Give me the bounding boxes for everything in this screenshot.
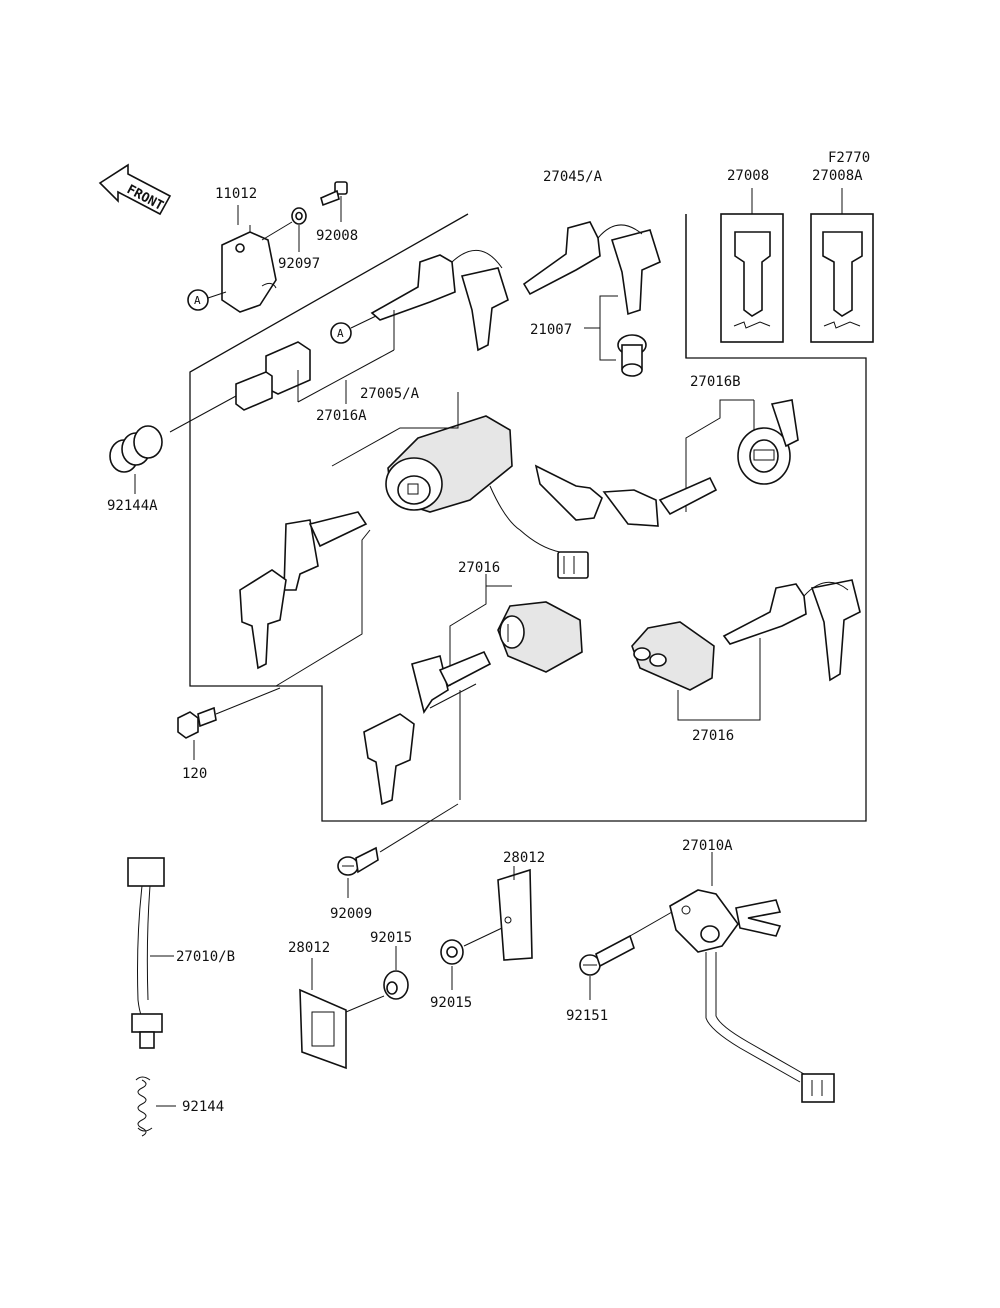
label-28012-bottom: 28012 <box>288 940 330 956</box>
part-27016-seat-lock <box>449 574 583 686</box>
part-27016b-keys <box>534 464 718 527</box>
part-27005-ignition-switch <box>331 392 589 579</box>
label-27045-a: 27045/A <box>543 169 603 185</box>
label-92097: 92097 <box>278 256 320 272</box>
part-120-bolt <box>177 687 281 760</box>
ref-marker-a-1: A <box>187 289 227 311</box>
part-92144-spring <box>135 1076 176 1137</box>
label-11012: 11012 <box>215 186 257 202</box>
part-27016-seat-keys <box>363 650 492 806</box>
part-28012-plate-top <box>497 866 533 961</box>
part-27016-helmet-keys <box>722 579 861 682</box>
label-92009: 92009 <box>330 906 372 922</box>
label-27016-right: 27016 <box>692 728 734 744</box>
label-92151: 92151 <box>566 1008 608 1024</box>
label-27016a: 27016A <box>316 408 367 424</box>
label-92015-bottom: 92015 <box>430 995 472 1011</box>
part-92008-screw <box>320 181 348 222</box>
label-27010a: 27010A <box>682 838 733 854</box>
part-11012-bracket <box>221 205 277 313</box>
part-92015-nut-bottom <box>440 927 503 990</box>
label-92144a: 92144A <box>107 498 158 514</box>
label-21007: 21007 <box>530 322 572 338</box>
part-92144a-spring <box>109 395 237 494</box>
label-92015-top: 92015 <box>370 930 412 946</box>
part-27008a-card <box>810 188 874 343</box>
part-92009-screw <box>337 803 459 898</box>
part-27016a-cylinder <box>235 310 395 411</box>
part-27016a-keys <box>370 249 509 352</box>
label-27010-b: 27010/B <box>176 949 235 965</box>
part-28012-plate-bottom <box>299 958 347 1070</box>
label-28012-top: 28012 <box>503 850 545 866</box>
label-92144: 92144 <box>182 1099 224 1115</box>
label-27008: 27008 <box>727 168 769 184</box>
part-92097-washer <box>261 207 307 252</box>
part-21007-cap <box>584 295 647 377</box>
part-92151-screw <box>579 934 635 1000</box>
label-92008: 92008 <box>316 228 358 244</box>
svg-text:A: A <box>337 327 344 340</box>
assembly-outline <box>189 213 867 822</box>
label-120: 120 <box>182 766 207 782</box>
part-27010a-switch <box>629 852 835 1103</box>
label-27008a: 27008A <box>812 168 863 184</box>
part-27016-helmet-lock <box>631 621 761 721</box>
label-27016b: 27016B <box>690 374 741 390</box>
ref-marker-a-2: A <box>330 315 377 344</box>
part-27045-keys <box>522 221 661 316</box>
svg-text:A: A <box>194 294 201 307</box>
figure-code: F2770 <box>828 150 870 166</box>
label-27016-top: 27016 <box>458 560 500 576</box>
part-27008-card <box>720 188 784 343</box>
front-arrow-icon: FRONT <box>98 163 172 216</box>
label-27005-a: 27005/A <box>360 386 420 402</box>
part-27016b-cap-lock <box>685 399 799 512</box>
part-27010-b-switch <box>127 857 174 1049</box>
part-27005-keys <box>239 511 371 687</box>
part-92015-nut-top <box>345 946 409 1013</box>
